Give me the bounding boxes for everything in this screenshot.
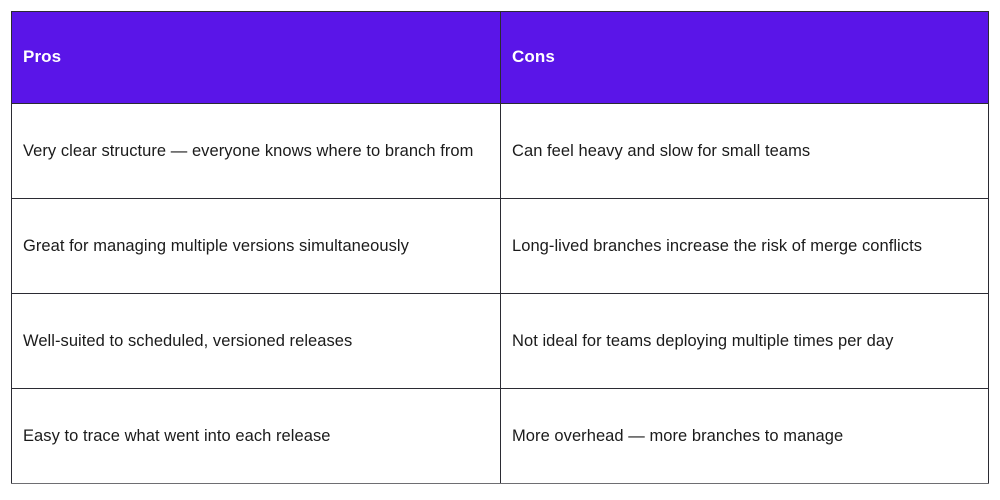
cell-pros-text: Easy to trace what went into each releas… [23,426,331,445]
table-row: Very clear structure — everyone knows wh… [11,103,989,199]
table-row: Great for managing multiple versions sim… [11,198,989,294]
table-body: Very clear structure — everyone knows wh… [11,103,989,484]
table-header: Pros Cons [11,11,989,104]
cell-cons-text: Not ideal for teams deploying multiple t… [512,331,894,350]
cell-cons-text: Can feel heavy and slow for small teams [512,141,811,160]
column-header-cons-label: Cons [512,47,555,67]
cell-cons: Can feel heavy and slow for small teams [500,103,989,199]
cell-pros: Very clear structure — everyone knows wh… [11,103,501,199]
cell-pros-text: Great for managing multiple versions sim… [23,236,409,255]
cell-pros: Well-suited to scheduled, versioned rele… [11,293,501,389]
pros-cons-table: Pros Cons Very clear structure — everyon… [11,11,989,484]
cell-cons-text: More overhead — more branches to manage [512,426,844,445]
cell-pros-text: Very clear structure — everyone knows wh… [23,141,474,160]
cell-cons: More overhead — more branches to manage [500,388,989,484]
table-row: Easy to trace what went into each releas… [11,388,989,484]
table-header-row: Pros Cons [11,11,989,104]
cell-cons: Long-lived branches increase the risk of… [500,198,989,294]
column-header-cons: Cons [500,11,989,104]
cell-pros-text: Well-suited to scheduled, versioned rele… [23,331,353,350]
column-header-pros: Pros [11,11,501,104]
cell-cons: Not ideal for teams deploying multiple t… [500,293,989,389]
table-row: Well-suited to scheduled, versioned rele… [11,293,989,389]
column-header-pros-label: Pros [23,47,62,67]
cell-pros: Great for managing multiple versions sim… [11,198,501,294]
cell-pros: Easy to trace what went into each releas… [11,388,501,484]
cell-cons-text: Long-lived branches increase the risk of… [512,236,922,255]
